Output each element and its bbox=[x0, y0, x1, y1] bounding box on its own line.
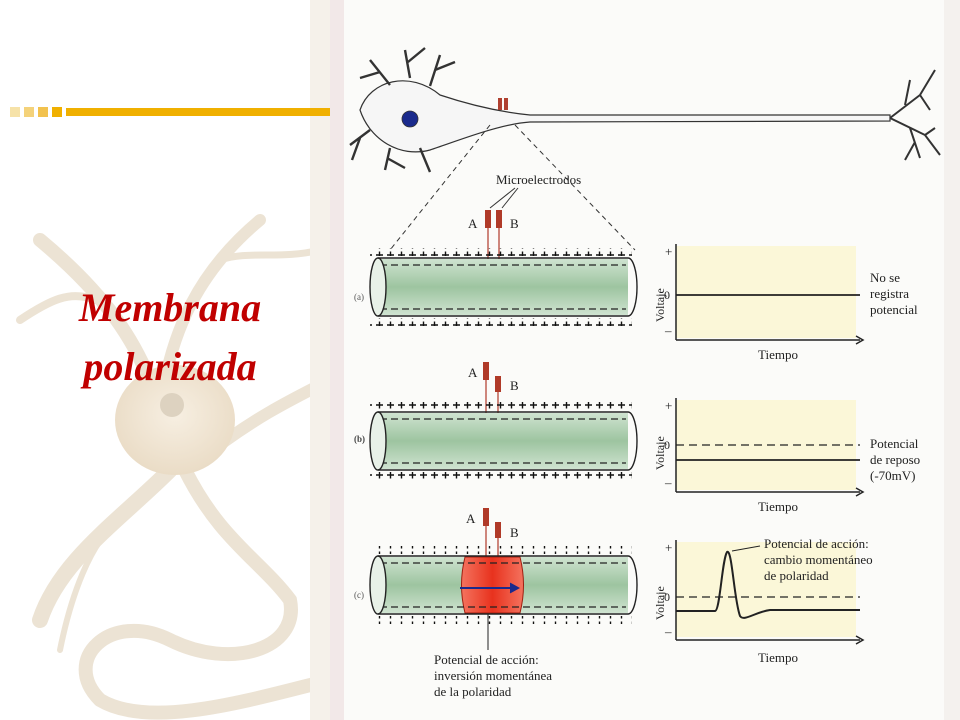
graph-c-xlabel: Tiempo bbox=[758, 650, 798, 665]
panel-c: A B (c) Potencial de acción: inversión m… bbox=[354, 508, 876, 699]
axon-segment-b bbox=[378, 413, 628, 469]
graph-a-plus: + bbox=[665, 244, 672, 259]
bottom-note: Potencial de acción: inversión momentáne… bbox=[434, 652, 555, 699]
graph-c-trace bbox=[676, 550, 860, 619]
graph-b-zero: 0 bbox=[664, 438, 670, 452]
panel-c-letter: (c) bbox=[354, 590, 364, 600]
neuron-membrane-figure: Microelectrodos A B (a) + bbox=[330, 0, 960, 720]
electrode-b-label-b: B bbox=[510, 378, 519, 393]
panel-b: A B (b) + 0 – Voltaje Tiempo bbox=[354, 362, 923, 514]
graph-b-xlabel: Tiempo bbox=[758, 499, 798, 514]
graph-b-minus: – bbox=[664, 475, 672, 490]
panel-a: A B (a) + 0 – Voltaje Tiempo bbox=[354, 210, 918, 362]
electrode-b-label-c: B bbox=[510, 525, 519, 540]
electrode-on-neuron bbox=[498, 98, 502, 110]
panel-a-letter: (a) bbox=[354, 292, 364, 302]
graph-a-minus: – bbox=[664, 323, 672, 338]
panel-b-letter: (b) bbox=[354, 434, 365, 444]
graph-a-area bbox=[676, 246, 856, 338]
graph-c-plus: + bbox=[665, 540, 672, 555]
electrode-a-label-c: A bbox=[466, 511, 476, 526]
axon-segment-a bbox=[378, 259, 628, 315]
graph-c-area bbox=[676, 542, 856, 637]
electrode-a-label-b: A bbox=[468, 365, 478, 380]
graph-b-note: Potencial de reposo (-70mV) bbox=[870, 436, 923, 483]
action-potential-region bbox=[461, 556, 524, 614]
graph-a-ylabel: Voltaje bbox=[653, 288, 667, 322]
graph-b-ylabel: Voltaje bbox=[653, 436, 667, 470]
slide-title-line2: polarizada bbox=[83, 344, 257, 389]
graph-c-ylabel: Voltaje bbox=[653, 586, 667, 620]
slide-title-line1: Membrana bbox=[78, 285, 262, 330]
nucleus bbox=[401, 110, 419, 128]
graph-a-xlabel: Tiempo bbox=[758, 347, 798, 362]
graph-c-note: Potencial de acción: cambio momentáneo d… bbox=[764, 536, 876, 583]
electrode-a-label: A bbox=[468, 216, 478, 231]
electrode-b-label: B bbox=[510, 216, 519, 231]
neuron-watermark bbox=[16, 0, 330, 720]
graph-a-note: No se registra potencial bbox=[870, 270, 918, 317]
microelectrodes-label: Microelectrodos bbox=[496, 172, 581, 187]
graph-c-zero: 0 bbox=[664, 590, 670, 604]
accent-bar bbox=[10, 107, 330, 117]
graph-b-plus: + bbox=[665, 398, 672, 413]
graph-c-minus: – bbox=[664, 624, 672, 639]
neuron-illustration bbox=[349, 47, 941, 173]
graph-a-zero: 0 bbox=[664, 288, 670, 302]
